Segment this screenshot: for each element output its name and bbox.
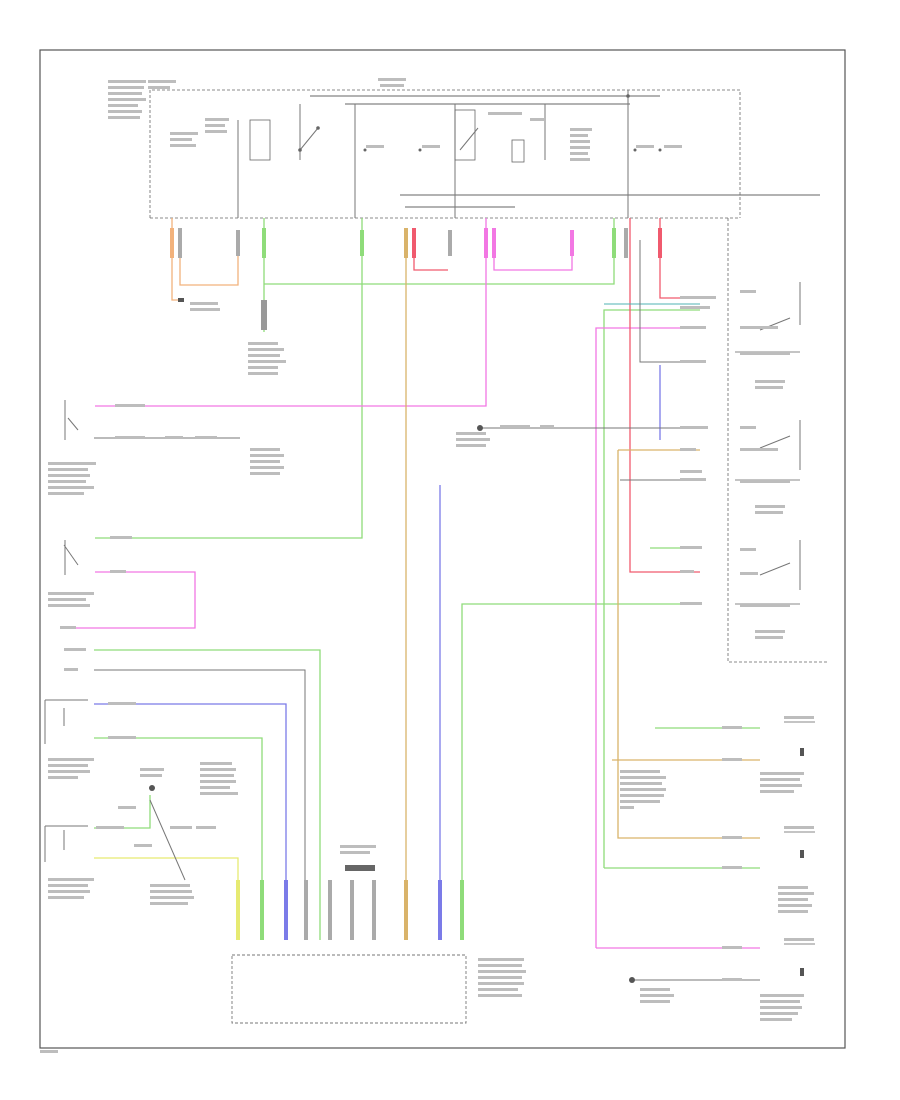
wire-pink	[65, 218, 760, 949]
wire-orange	[171, 218, 239, 301]
diagram-border	[39, 49, 846, 1049]
fuse-relay-box	[149, 89, 820, 219]
relay-2	[454, 109, 476, 161]
pcm-connector	[231, 865, 467, 1024]
fuse-box-terminals	[170, 228, 662, 258]
wire-red	[413, 218, 700, 573]
faint-label-marks	[40, 78, 814, 1053]
relay-1	[249, 119, 271, 161]
ground-symbols	[178, 298, 804, 983]
switch-assembly-right	[727, 218, 828, 663]
left-switches	[44, 400, 186, 881]
wire-tan	[405, 256, 760, 940]
wire-gray	[94, 240, 760, 981]
wire-green	[94, 218, 760, 940]
wire-blue	[94, 365, 661, 940]
relay-3	[511, 139, 525, 163]
